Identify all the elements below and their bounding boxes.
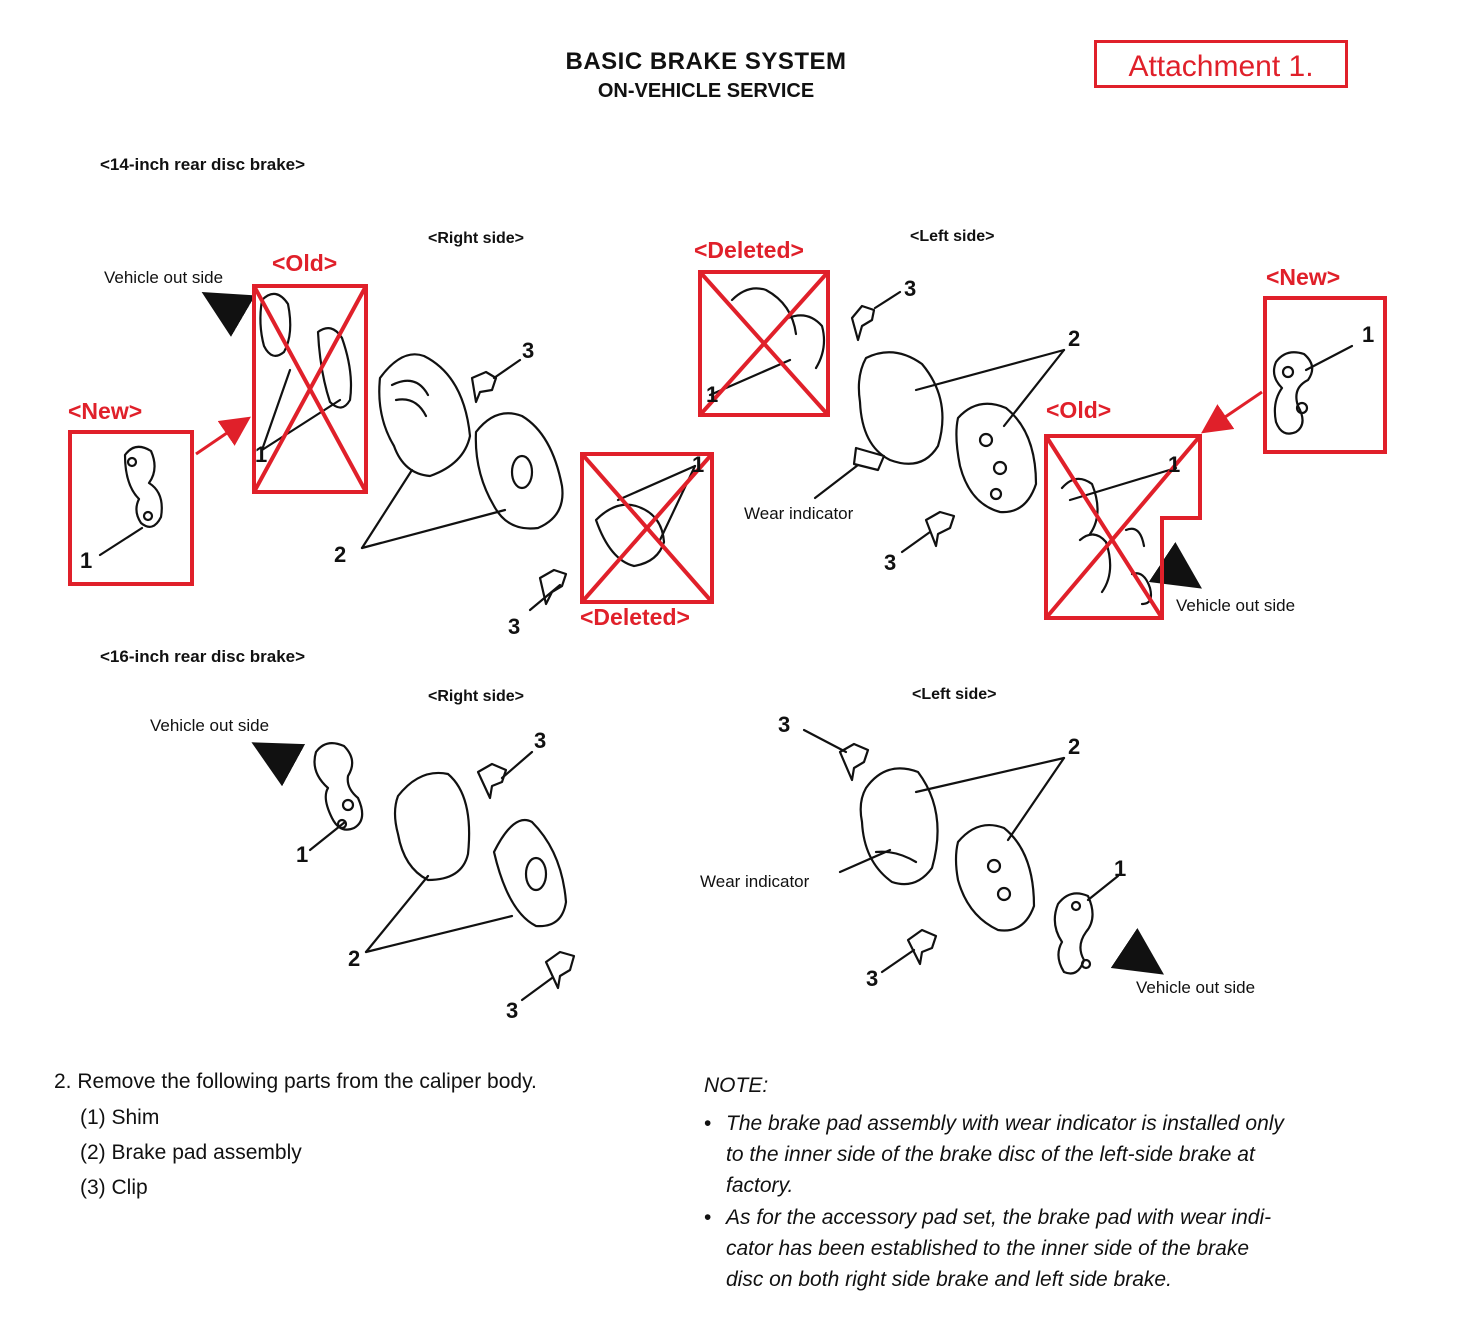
callout-number: 2 (334, 542, 347, 567)
vehicle-out-side-label: Vehicle out side (150, 716, 270, 735)
callout-number: 1 (1114, 856, 1127, 881)
callout-number: 3 (506, 998, 519, 1023)
callout-number: 1 (706, 382, 719, 407)
callout-number: 3 (884, 550, 897, 575)
vehicle-out-side-label: Vehicle out side (1136, 978, 1256, 997)
new-box-left (1263, 296, 1387, 454)
note-bullet-1: The brake pad assembly with wear indicat… (726, 1108, 1446, 1201)
clip-16-right-bottom (544, 950, 576, 990)
clip-left-bottom (924, 510, 956, 548)
page-subtitle: ON-VEHICLE SERVICE (597, 80, 815, 102)
clip-16-right-top (476, 762, 508, 800)
brake-pad-right-2 (474, 412, 564, 530)
brake-pad-16-left-wear (859, 767, 939, 886)
clip-left-top (850, 304, 876, 342)
callout-number: 1 (80, 548, 93, 573)
callout-number: 2 (1068, 326, 1081, 351)
callout-number: 1 (1168, 452, 1181, 477)
step-2-item-shim: (1) Shim (80, 1106, 160, 1129)
clip-right-top (470, 370, 498, 404)
old-marker: <Old> (272, 250, 338, 276)
brake-pad-left-wear (857, 351, 944, 465)
attachment-label: Attachment 1. (1094, 40, 1348, 88)
callout-number: 1 (692, 452, 705, 477)
callout-number: 3 (904, 276, 917, 301)
note-heading: NOTE: (704, 1074, 769, 1097)
shim-16-right (313, 741, 364, 831)
clip-right-bottom (538, 568, 568, 606)
bullet-dot: • (704, 1112, 712, 1135)
wear-indicator-label: Wear indicator (700, 872, 810, 891)
callout-number: 3 (508, 614, 521, 639)
vehicle-out-side-label: Vehicle out side (104, 268, 224, 287)
wear-indicator-label: Wear indicator (744, 504, 854, 523)
bullet-dot: • (704, 1206, 712, 1229)
brake-pad-16-right-1 (393, 771, 471, 882)
vehicle-out-side-label: Vehicle out side (1176, 596, 1296, 615)
section-16-right-side: <Right side> (428, 688, 525, 705)
shim-16-left (1053, 892, 1094, 975)
old-box-right (252, 284, 368, 494)
deleted-box-right (580, 452, 714, 604)
step-2-instruction: 2. Remove the following parts from the c… (54, 1070, 537, 1093)
section-16-left-side: <Left side> (912, 686, 997, 703)
callout-number: 1 (296, 842, 309, 867)
brake-pad-right-1 (378, 353, 472, 478)
old-marker: <Old> (1046, 397, 1112, 423)
note-line: cator has been established to the inner … (726, 1237, 1250, 1260)
new-marker: <New> (1266, 264, 1341, 290)
deleted-box-left (698, 270, 830, 417)
step-2-item-clip: (3) Clip (80, 1176, 148, 1199)
section-16-heading: <16-inch rear disc brake> (100, 647, 306, 666)
shim-old-right (259, 292, 292, 357)
section-14-heading: <14-inch rear disc brake> (100, 155, 306, 174)
deleted-marker: <Deleted> (694, 237, 804, 263)
callout-number: 3 (778, 712, 791, 737)
callout-number: 3 (522, 338, 535, 363)
brake-pad-left-2 (955, 402, 1038, 514)
note-line: As for the accessory pad set, the brake … (726, 1206, 1272, 1229)
note-line: factory. (726, 1174, 794, 1197)
note-line: The brake pad assembly with wear indicat… (726, 1112, 1284, 1135)
callout-number: 2 (1068, 734, 1081, 759)
note-line: to the inner side of the brake disc of t… (726, 1143, 1255, 1166)
step-2-item-pad: (2) Brake pad assembly (80, 1141, 302, 1164)
new-marker: <New> (68, 398, 143, 424)
new-box-right (68, 430, 194, 586)
callout-number: 3 (534, 728, 547, 753)
brake-pad-16-left-2 (954, 824, 1036, 932)
note-line: disc on both right side brake and left s… (726, 1268, 1172, 1291)
callout-number: 1 (255, 442, 268, 467)
deleted-marker: <Deleted> (580, 604, 690, 630)
page-title: BASIC BRAKE SYSTEM (565, 48, 847, 75)
shim-new-left (1272, 351, 1314, 435)
clip-16-left-top (838, 742, 870, 782)
callout-number: 1 (1362, 322, 1375, 347)
shim-new-right (123, 445, 163, 528)
section-14-right-side: <Right side> (428, 230, 525, 247)
callout-number: 2 (348, 946, 361, 971)
section-14-left-side: <Left side> (910, 228, 995, 245)
callout-number: 3 (866, 966, 879, 991)
note-bullet-2: As for the accessory pad set, the brake … (726, 1202, 1446, 1295)
clip-16-left-bottom (906, 928, 938, 966)
